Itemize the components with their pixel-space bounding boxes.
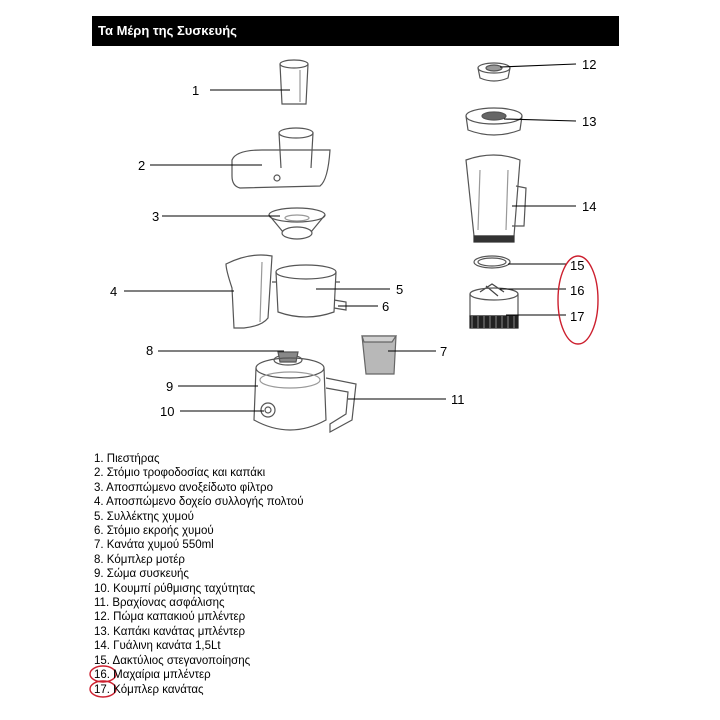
seal-ring-illustration <box>473 255 511 269</box>
pusher-illustration <box>279 59 309 105</box>
spout-illustration <box>333 299 347 311</box>
callout-17: 17 <box>570 309 584 324</box>
callout-7: 7 <box>440 344 447 359</box>
leader-line-13 <box>503 118 577 122</box>
list-item: 15. Δακτύλιος στεγανοποίησης <box>94 654 251 667</box>
callout-12: 12 <box>582 57 596 72</box>
callout-6: 6 <box>382 299 389 314</box>
callout-4: 4 <box>110 284 117 299</box>
callout-2: 2 <box>138 158 145 173</box>
juice-jug-illustration <box>361 335 398 375</box>
page-title: Τα Μέρη της Συσκευής <box>92 16 619 46</box>
callout-3: 3 <box>152 209 159 224</box>
pulp-container-illustration <box>225 254 273 329</box>
list-item: 12. Πώμα καπακιού μπλέντερ <box>94 611 246 624</box>
list-item: 8. Κόμπλερ μοτέρ <box>94 553 185 566</box>
highlight-oval-diagram <box>557 255 599 345</box>
callout-9: 9 <box>166 379 173 394</box>
callout-13: 13 <box>582 114 596 129</box>
list-item: 5. Συλλέκτης χυμού <box>94 510 194 523</box>
list-item: 4. Αποσπώμενο δοχείο συλλογής πολτού <box>94 496 304 509</box>
callout-10: 10 <box>160 404 174 419</box>
juice-collector-illustration <box>272 264 347 318</box>
callout-8: 8 <box>146 343 153 358</box>
highlight-oval-item-17 <box>89 680 117 698</box>
blender-lid-illustration <box>465 107 523 136</box>
list-item: 13. Καπάκι κανάτας μπλέντερ <box>94 625 246 638</box>
list-item: 16. Μαχαίρια μπλέντερ <box>94 669 211 682</box>
list-item: 3. Αποσπώμενο ανοξείδωτο φίλτρο <box>94 481 273 494</box>
list-item: 14. Γυάλινη κανάτα 1,5Lt <box>94 640 221 653</box>
list-item: 17. Κόμπλερ κανάτας <box>94 683 204 696</box>
callout-16: 16 <box>570 283 584 298</box>
motor-base-illustration <box>253 351 357 434</box>
list-item: 6. Στόμιο εκροής χυμού <box>94 525 214 538</box>
callout-14: 14 <box>582 199 596 214</box>
list-item: 9. Σώμα συσκευής <box>94 568 189 581</box>
list-item: 7. Κανάτα χυμού 550ml <box>94 539 214 552</box>
glass-jug-illustration <box>465 154 527 243</box>
list-item: 10. Κουμπί ρύθμισης ταχύτητας <box>94 582 256 595</box>
filter-illustration <box>268 207 326 240</box>
callout-1: 1 <box>192 83 199 98</box>
callout-15: 15 <box>570 258 584 273</box>
leader-line-12 <box>499 63 577 68</box>
list-item: 1. Πιεστήρας <box>94 453 160 465</box>
parts-list: 1. Πιεστήρας 2. Στόμιο τροφοδοσίας και κ… <box>94 452 303 697</box>
lid-illustration <box>231 127 331 189</box>
blender-cap-illustration <box>477 62 511 82</box>
highlight-oval-item-16 <box>89 665 117 683</box>
list-item: 11. Βραχίονας ασφάλισης <box>94 597 225 610</box>
callout-11: 11 <box>451 392 465 407</box>
callout-5: 5 <box>396 282 403 297</box>
blade-unit-illustration <box>469 283 519 329</box>
list-item: 2. Στόμιο τροφοδοσίας και καπάκι <box>94 467 266 480</box>
